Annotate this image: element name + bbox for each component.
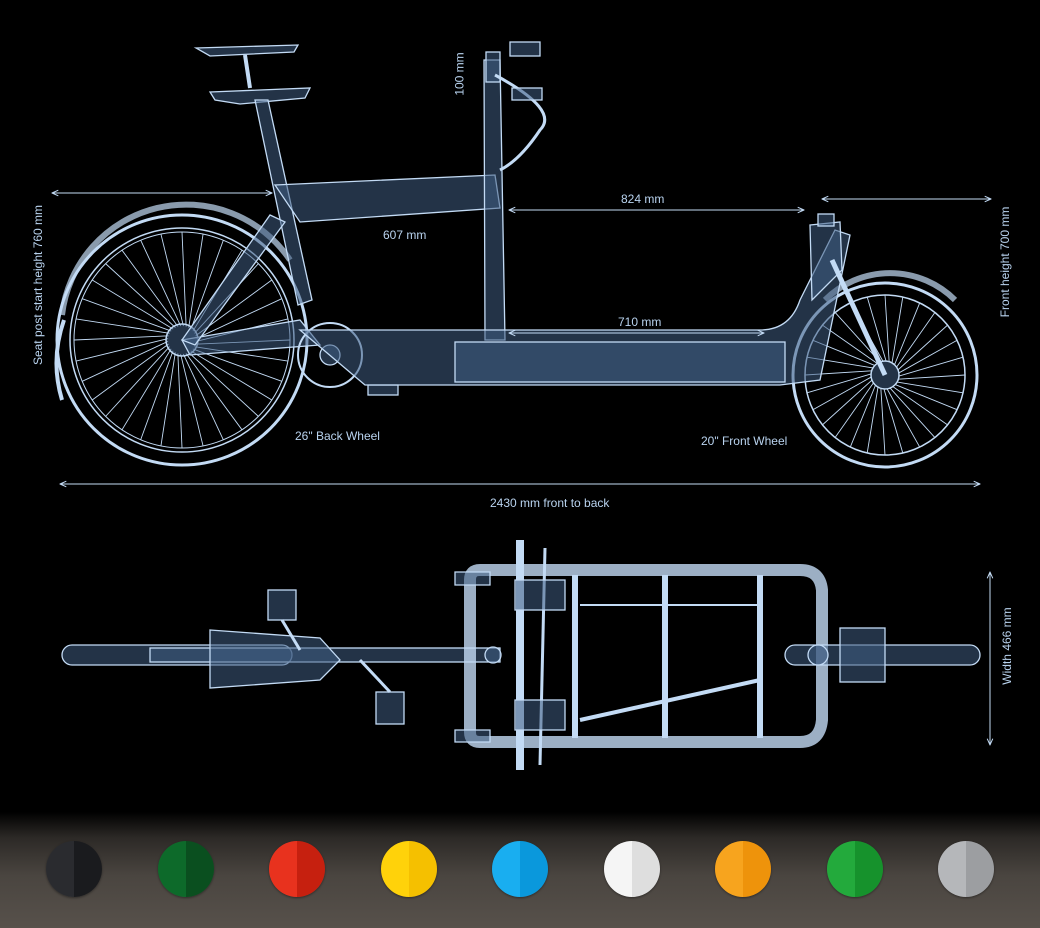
top-tube [273,174,501,223]
spoke [806,373,872,394]
stem-height-label: 100 mm [452,52,467,96]
spoke [896,312,936,368]
spoke [160,352,176,446]
spoke [190,350,273,401]
deck-length-label: 710 mm [618,315,662,329]
color-swatch-black[interactable] [46,841,102,897]
seat-tube [254,99,313,306]
spoke [822,379,873,426]
spoke [895,384,958,411]
spoke [190,240,224,330]
top-saddle [193,44,300,57]
head-tube [483,59,506,341]
spoke [121,348,172,431]
seat-post-height-label: Seat post start height 760 mm [31,204,45,366]
spoke [883,388,904,454]
back-wheel-label: 26" Back Wheel [295,429,380,443]
spoke [73,335,169,341]
color-swatch-green[interactable] [826,841,883,897]
width-label: Width 466 mm [1000,607,1014,685]
spoke [822,324,878,364]
spoke [886,388,921,448]
color-swatch-white[interactable] [603,841,660,897]
color-swatch-red[interactable] [269,841,325,897]
spoke [897,381,964,394]
spoke [894,302,921,365]
color-swatch-yellow[interactable] [380,841,437,897]
spoke [180,353,204,447]
spoke [898,356,964,377]
spoke [82,298,172,332]
spoke [75,338,169,362]
saddle [208,87,312,105]
spoke [177,353,183,449]
spoke [105,346,170,417]
spoke [182,353,224,440]
spoke [880,388,886,456]
color-swatch-light-blue[interactable] [492,841,548,897]
spoke [898,374,966,380]
front-height-label: Front height 700 mm [998,206,1012,318]
side-view [54,41,979,469]
spoke [185,353,243,431]
spoke [192,348,282,382]
spoke [834,312,881,363]
spoke [91,279,174,330]
frame-top-label: 607 mm [383,228,427,242]
spoke [91,343,169,401]
spoke [181,231,187,327]
overall-length-label: 2430 mm front to back [490,496,610,510]
spoke [121,249,179,327]
seat-stay [180,214,286,346]
spoke [195,298,282,340]
spoke [889,387,936,438]
cargo-length-label: 824 mm [621,192,665,206]
spoke [76,318,170,334]
spoke [105,263,176,328]
spoke [891,296,904,363]
saddle-top [209,629,341,689]
spoke [849,385,876,448]
spoke [160,233,184,327]
spoke [892,386,948,426]
color-swatch-dark-green[interactable] [157,841,214,897]
spoke [898,339,958,374]
spoke [866,387,879,454]
spoke [834,382,874,438]
spoke [812,376,872,411]
color-swatch-grey[interactable] [938,841,994,897]
dimension-lines [52,193,991,745]
spoke [866,296,887,362]
spoke [140,240,182,327]
color-swatch-orange[interactable] [715,841,771,897]
front-wheel-label: 20" Front Wheel [701,434,788,448]
top-view [61,540,981,770]
spoke [140,350,174,440]
spoke [897,324,948,371]
spoke [884,294,890,362]
spoke [188,352,259,417]
cargo-deck [454,341,786,383]
spoke [82,340,169,382]
spoke [188,234,204,328]
